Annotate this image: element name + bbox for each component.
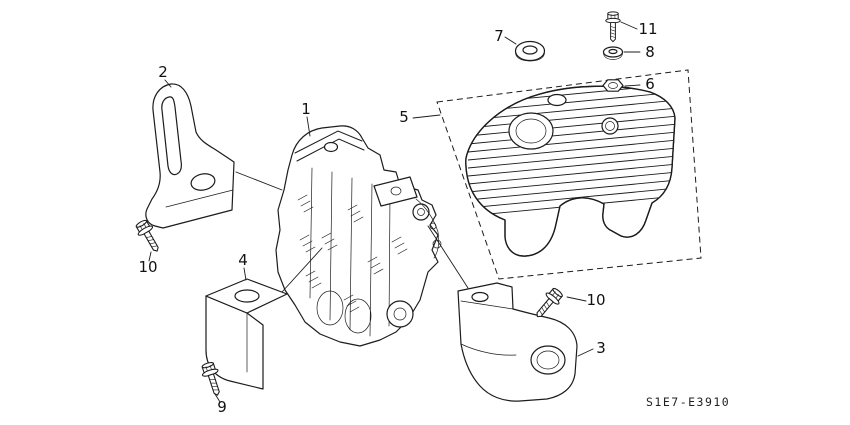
engine-cover-part-5	[465, 85, 676, 257]
callout-7: 7	[494, 27, 504, 45]
cylinder-rib-lines	[309, 167, 391, 337]
leader-lines	[148, 21, 641, 403]
cover-stud-hole-inner	[605, 121, 615, 131]
throttle-body	[373, 176, 418, 207]
throttle-bore	[390, 186, 402, 196]
callout-8: 8	[645, 43, 655, 61]
washer-part-8	[602, 46, 624, 60]
grommet-inner-hole	[522, 45, 538, 55]
callout-2: 2	[158, 63, 168, 81]
cover-grommet-hole-inner	[515, 118, 547, 144]
grommet-part-7	[514, 40, 546, 62]
casting-hatch-marks	[297, 194, 408, 313]
cover-boundary-dashed-box	[436, 69, 702, 280]
bracket-3-mount-ring-inner	[536, 350, 560, 370]
stud-boss	[429, 222, 437, 230]
callout-11: 11	[638, 20, 657, 38]
diagram-code: S1E7-E3910	[646, 395, 730, 409]
callout-4: 4	[238, 251, 248, 269]
cylinder-bore	[316, 290, 344, 326]
bracket-2-slot-cutout	[161, 96, 182, 176]
bracket-2-body	[145, 83, 235, 229]
crank-pulley-hub	[393, 307, 407, 321]
side-bracket-part-4	[205, 278, 288, 390]
bracket-2-bolt-hole	[190, 173, 216, 191]
bracket-3-bend-lines	[460, 300, 517, 356]
bracket-2-bend-line	[165, 189, 234, 208]
mount-bracket-part-3	[457, 282, 578, 402]
crank-pulley	[386, 300, 414, 328]
callout-6: 6	[645, 75, 655, 93]
nut-bore	[608, 82, 618, 89]
hanger-bracket-part-2	[145, 83, 235, 229]
harness-line	[415, 198, 440, 259]
grommet-rim	[515, 52, 545, 62]
cover-rib-texture	[467, 86, 675, 217]
bracket-3-mount-ring	[530, 345, 566, 375]
nut-hex-body	[602, 79, 624, 92]
nut-part-6	[602, 79, 624, 92]
distributor-hub	[417, 208, 425, 216]
washer-rim	[603, 53, 623, 60]
callout-10-left: 10	[138, 258, 157, 276]
bracket-4-face	[205, 295, 264, 390]
washer-inner-hole	[608, 48, 618, 55]
valve-cover-edges	[294, 130, 365, 162]
engine-block-part-1	[275, 125, 442, 347]
bolt-part-11	[605, 11, 621, 43]
distributor	[412, 203, 430, 221]
callout-5: 5	[399, 108, 409, 126]
callout-3: 3	[596, 339, 606, 357]
bracket-3-bolt-hole	[471, 291, 489, 303]
callout-1: 1	[301, 100, 311, 118]
cylinder-bore	[344, 298, 372, 334]
oil-cap	[323, 141, 339, 153]
cover-stud-hole	[601, 117, 619, 135]
callout-10-right: 10	[586, 291, 605, 309]
cover-grommet-hole-ring	[508, 112, 554, 150]
cover-top-slot	[547, 93, 567, 107]
callout-9: 9	[217, 398, 227, 416]
bracket-4-slot-hole	[234, 289, 260, 303]
cover-rib-lines	[467, 86, 675, 217]
